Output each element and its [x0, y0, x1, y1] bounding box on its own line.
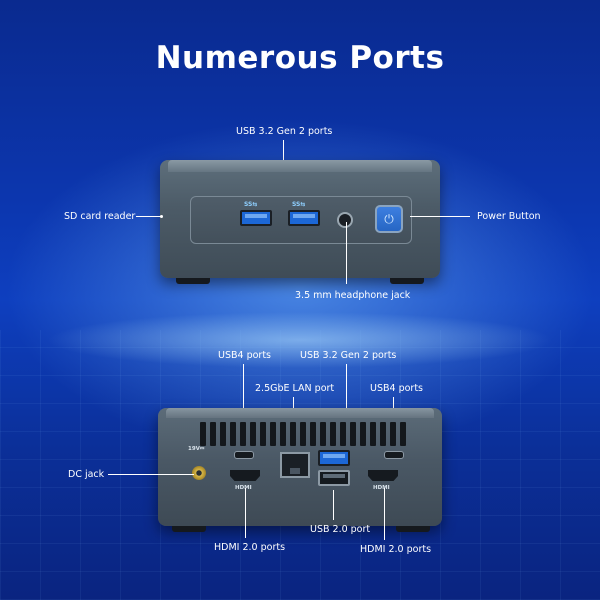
hdmi-port-left — [230, 470, 260, 481]
dc-voltage-mark: 19V⎓ — [188, 446, 205, 452]
leader-line-power — [410, 216, 470, 217]
vent-slot — [250, 422, 256, 446]
dc-jack-port — [192, 466, 206, 480]
superspeed-icon-right: SS⇆ — [292, 201, 306, 208]
leader-line-usb4-left — [243, 364, 244, 450]
hdmi-mark-left: HDMI — [235, 485, 252, 491]
page-title: Numerous Ports — [155, 40, 445, 76]
leader-line-usb20 — [333, 490, 334, 520]
device-foot-left — [176, 278, 210, 284]
device-foot-rear-left — [172, 526, 206, 532]
front-panel: SS⇆ SS⇆ ⏻ — [190, 196, 412, 244]
leader-line-dc-jack — [108, 474, 194, 475]
vent-slot — [240, 422, 246, 446]
vent-slot — [370, 422, 376, 446]
usb32-port-rear — [318, 450, 350, 466]
mini-pc-rear: 19V⎓ HDMI HDMI — [158, 408, 442, 526]
vent-slot — [340, 422, 346, 446]
vent-slot — [210, 422, 216, 446]
label-dc-jack: DC jack — [68, 469, 105, 480]
label-usb20-port: USB 2.0 port — [310, 524, 371, 535]
vent-slot — [310, 422, 316, 446]
leader-line-hdmi-right — [384, 488, 385, 540]
mini-pc-front: SS⇆ SS⇆ ⏻ — [160, 160, 440, 278]
label-usb32-gen2-rear: USB 3.2 Gen 2 ports — [300, 350, 397, 361]
vent-slot — [290, 422, 296, 446]
vent-slot — [400, 422, 406, 446]
label-hdmi-right: HDMI 2.0 ports — [360, 544, 432, 555]
vent-slot — [350, 422, 356, 446]
headphone-jack — [337, 212, 353, 228]
label-usb4-left: USB4 ports — [218, 350, 271, 361]
usb20-port — [318, 470, 350, 486]
leader-line-sd-card — [136, 216, 162, 217]
power-button: ⏻ — [375, 205, 403, 233]
device-foot-right — [390, 278, 424, 284]
usb-a-port-2 — [288, 210, 320, 226]
label-sd-card-reader: SD card reader — [64, 211, 136, 222]
vent-slot — [200, 422, 206, 446]
hdmi-mark-right: HDMI — [373, 485, 390, 491]
label-headphone-jack: 3.5 mm headphone jack — [295, 290, 411, 301]
leader-line-hdmi-left — [245, 488, 246, 538]
vent-slot — [260, 422, 266, 446]
device-top-edge-rear — [166, 408, 434, 418]
device-foot-rear-right — [396, 526, 430, 532]
usb4-port-right — [384, 451, 404, 459]
vent-slot — [230, 422, 236, 446]
label-hdmi-left: HDMI 2.0 ports — [214, 542, 286, 553]
usb4-port-left — [234, 451, 254, 459]
lan-port — [280, 452, 310, 478]
leader-dot-sd-card — [160, 215, 163, 218]
hdmi-port-right — [368, 470, 398, 481]
usb-a-port-1 — [240, 210, 272, 226]
background-glow — [0, 300, 600, 380]
vent-slot — [390, 422, 396, 446]
label-usb4-right: USB4 ports — [370, 383, 423, 394]
vent-slot — [280, 422, 286, 446]
leader-line-headphone — [346, 222, 347, 284]
device-top-edge — [168, 160, 432, 172]
vent-slot — [330, 422, 336, 446]
label-lan-port: 2.5GbE LAN port — [255, 383, 335, 394]
vent-slot — [270, 422, 276, 446]
vent-slot — [360, 422, 366, 446]
superspeed-icon-left: SS⇆ — [244, 201, 258, 208]
label-power-button: Power Button — [477, 211, 541, 222]
vent-slot — [220, 422, 226, 446]
vent-slot — [380, 422, 386, 446]
label-usb32-gen2-front: USB 3.2 Gen 2 ports — [236, 126, 333, 137]
vent-slot — [300, 422, 306, 446]
vent-slot — [320, 422, 326, 446]
